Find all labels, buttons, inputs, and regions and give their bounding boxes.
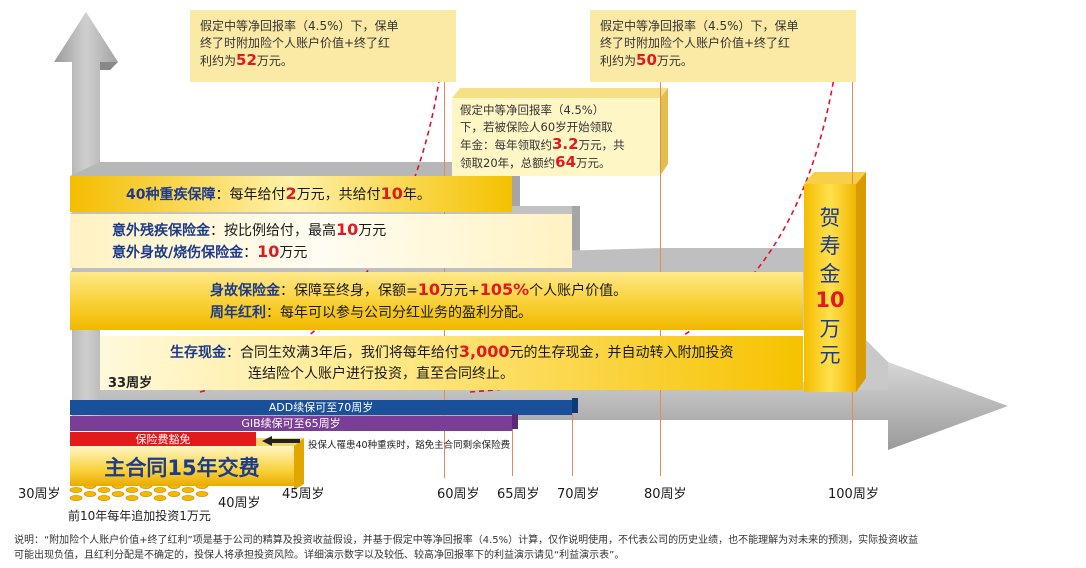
guide-line-65 [512, 400, 513, 476]
age-30: 30周岁 [18, 487, 61, 502]
bar-death-benefit: 身故保险金：保障至终身，保额=10万元+105%个人账户价值。 周年红利：每年可… [70, 272, 803, 330]
bar-critical-illness: 40种重疾保障：每年给付2万元，共给付10年。 [70, 176, 512, 212]
footnote-line-1: 说明：“附加险个人账户价值+终了红利”项是基于公司的精算及投资收益假设，并基于假… [14, 535, 919, 546]
bar-accident: 意外残疾保险金：按比例给付，最高10万元 意外身故/烧伤保险金：10万元 [70, 214, 572, 268]
waiver-pointer-arrow [262, 436, 300, 446]
main-contract-title: 主合同15年交费 [104, 456, 260, 480]
note-center: 假定中等净回报率（4.5%） 下，若被保险人60岁开始领取 年金：每年领取约3.… [452, 98, 660, 176]
age-80: 80周岁 [644, 487, 687, 502]
bar-survival-cash: 生存现金：合同生效满3年后，我们将每年给付3,000元的生存现金，并自动转入附加… [100, 336, 803, 390]
age-65: 65周岁 [497, 487, 540, 502]
band-premium-waiver: 保险费豁免 [70, 432, 256, 447]
age-60: 60周岁 [437, 487, 480, 502]
critical-illness-label: 40种重疾保障 [126, 187, 216, 203]
survival-start-age: 33周岁 [108, 376, 153, 391]
footnote-line-2: 可能出现负值，且红利分配是不确定的，投保人将承担投资风险。详细演示数字以及较低、… [14, 550, 625, 561]
coins-caption: 前10年每年追加投资1万元 [68, 509, 211, 523]
birthday-bonus-column: 贺 寿 金 10 万元 [804, 184, 856, 392]
note-right: 假定中等净回报率（4.5%）下，保单 终了时附加险个人账户价值+终了红 利约为5… [590, 10, 856, 82]
waiver-note: 投保人罹患40种重疾时，豁免主合同剩余保险费 [308, 440, 511, 451]
age-100: 100周岁 [828, 487, 879, 502]
band-gib-renewal: GIB续保可至65周岁 [70, 416, 512, 431]
main-contract-block: 主合同15年交费 [70, 446, 294, 486]
age-70: 70周岁 [557, 487, 600, 502]
guide-line-70 [572, 400, 573, 476]
band-add-renewal: ADD续保可至70周岁 [70, 400, 572, 415]
note-left: 假定中等净回报率（4.5%）下，保单 终了时附加险个人账户价值+终了红 利约为5… [190, 10, 456, 82]
age-40: 40周岁 [218, 496, 261, 511]
vertical-axis-arrow-side [100, 62, 118, 70]
coin-stacks [69, 483, 209, 501]
age-45: 45周岁 [282, 487, 325, 502]
